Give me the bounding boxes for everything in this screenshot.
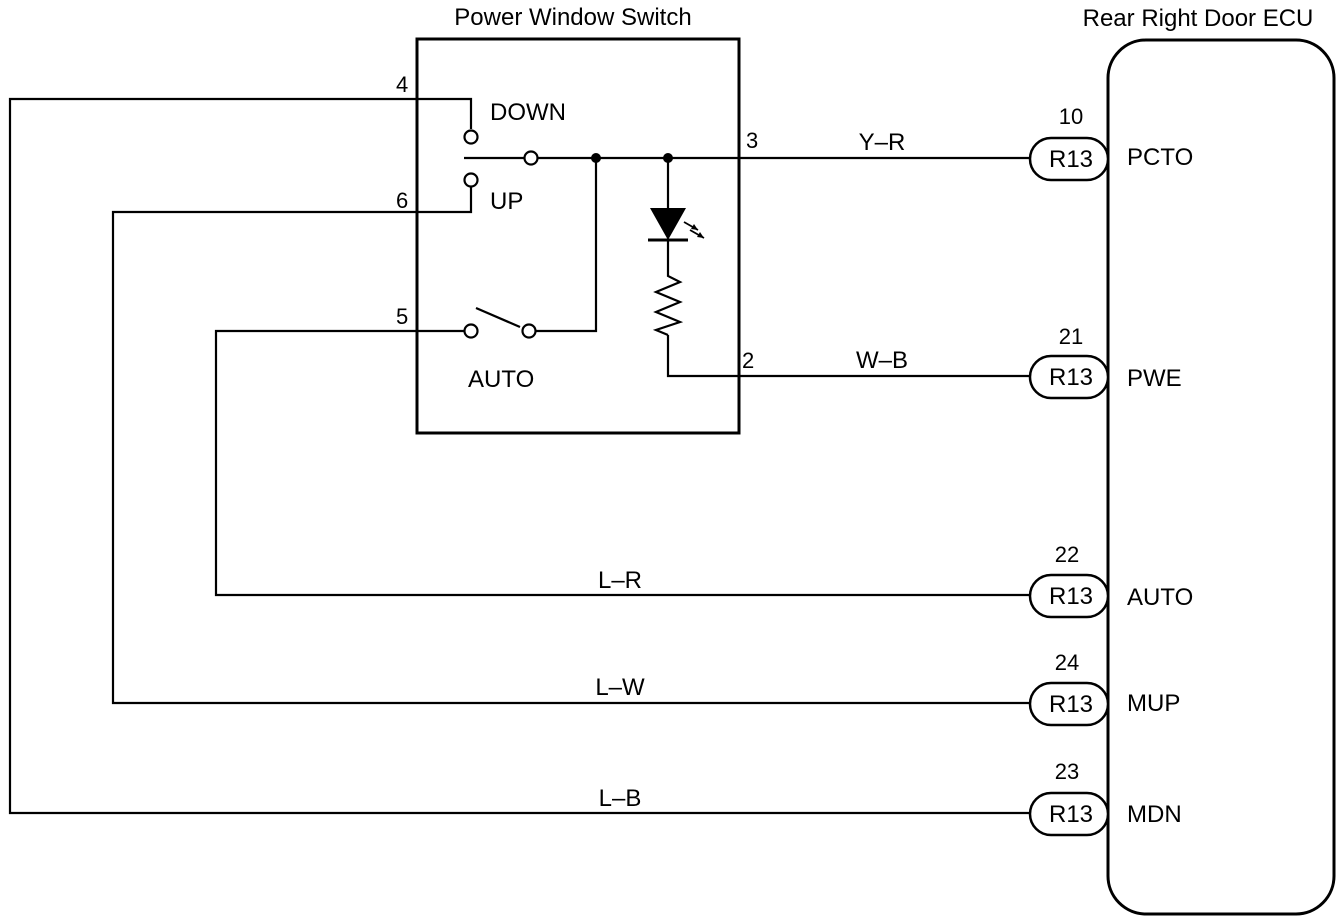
- connector-code: R13: [1049, 691, 1093, 718]
- connector-r13-shape: [1028, 791, 1110, 837]
- connector-pin-number: 10: [1059, 104, 1083, 129]
- light-emission-arrowhead: [691, 224, 698, 230]
- switch-pin-2: 2: [742, 348, 754, 373]
- switch-title: Power Window Switch: [454, 4, 691, 31]
- wire-label-l-w: L–W: [595, 674, 645, 701]
- connector-r13-shape: [1028, 573, 1110, 619]
- ecu-signal-name: AUTO: [1127, 584, 1193, 611]
- wire-label-w-b: W–B: [856, 347, 908, 374]
- connector-mup: R13 24 MUP: [1028, 650, 1180, 727]
- contact-down-label: DOWN: [490, 99, 566, 126]
- resistor-icon: [652, 240, 684, 337]
- power-window-switch-box: [415, 37, 741, 435]
- ecu-signal-name: MUP: [1127, 690, 1180, 717]
- auto-common-wire: [536, 158, 598, 333]
- led-icon: [650, 208, 686, 240]
- connector-pin-number: 24: [1055, 650, 1079, 675]
- connector-pin-number: 23: [1055, 759, 1079, 784]
- wire-w-b: [666, 335, 1030, 378]
- connector-code: R13: [1049, 146, 1093, 173]
- contact-up-label: UP: [490, 188, 523, 215]
- wire-label-l-b: L–B: [599, 785, 642, 812]
- connector-code: R13: [1049, 583, 1093, 610]
- switch-pin-5: 5: [396, 304, 408, 329]
- connector-pin-number: 22: [1055, 542, 1079, 567]
- switch-common-terminal: [523, 150, 539, 166]
- connector-r13-shape: [1028, 354, 1110, 400]
- connector-pwe: R13 21 PWE: [1028, 324, 1182, 400]
- ecu-signal-name: PCTO: [1127, 144, 1193, 171]
- wire-l-r: [214, 329, 1030, 597]
- connector-auto: R13 22 AUTO: [1028, 542, 1193, 619]
- wire-label-l-r: L–R: [598, 567, 642, 594]
- wire-l-b: [8, 97, 1030, 815]
- connector-pin-number: 21: [1059, 324, 1083, 349]
- switch-pin-3: 3: [746, 128, 758, 153]
- contact-up-terminal: [463, 172, 479, 188]
- ecu-signal-name: MDN: [1127, 801, 1182, 828]
- connector-mdn: R13 23 MDN: [1028, 759, 1182, 837]
- switch-pin-4: 4: [396, 72, 408, 97]
- ecu-box: [1106, 38, 1336, 916]
- switch-pin-6: 6: [396, 188, 408, 213]
- contact-auto-terminal-left: [463, 323, 479, 339]
- ecu-title: Rear Right Door ECU: [1083, 5, 1314, 32]
- auto-switch-blade: [475, 306, 521, 329]
- contact-down-terminal: [463, 129, 479, 145]
- wire-label-y-r: Y–R: [859, 129, 906, 156]
- connector-r13-shape: [1028, 681, 1110, 727]
- ecu-signal-name: PWE: [1127, 365, 1182, 392]
- light-emission-arrowhead: [697, 232, 704, 238]
- connector-code: R13: [1049, 801, 1093, 828]
- wire-l-w: [111, 187, 1030, 705]
- connector-pcto: R13 10 PCTO: [1028, 104, 1193, 182]
- connector-r13-shape: [1028, 136, 1110, 182]
- contact-auto-terminal-right: [521, 323, 537, 339]
- contact-auto-label: AUTO: [468, 366, 534, 393]
- connector-code: R13: [1049, 364, 1093, 391]
